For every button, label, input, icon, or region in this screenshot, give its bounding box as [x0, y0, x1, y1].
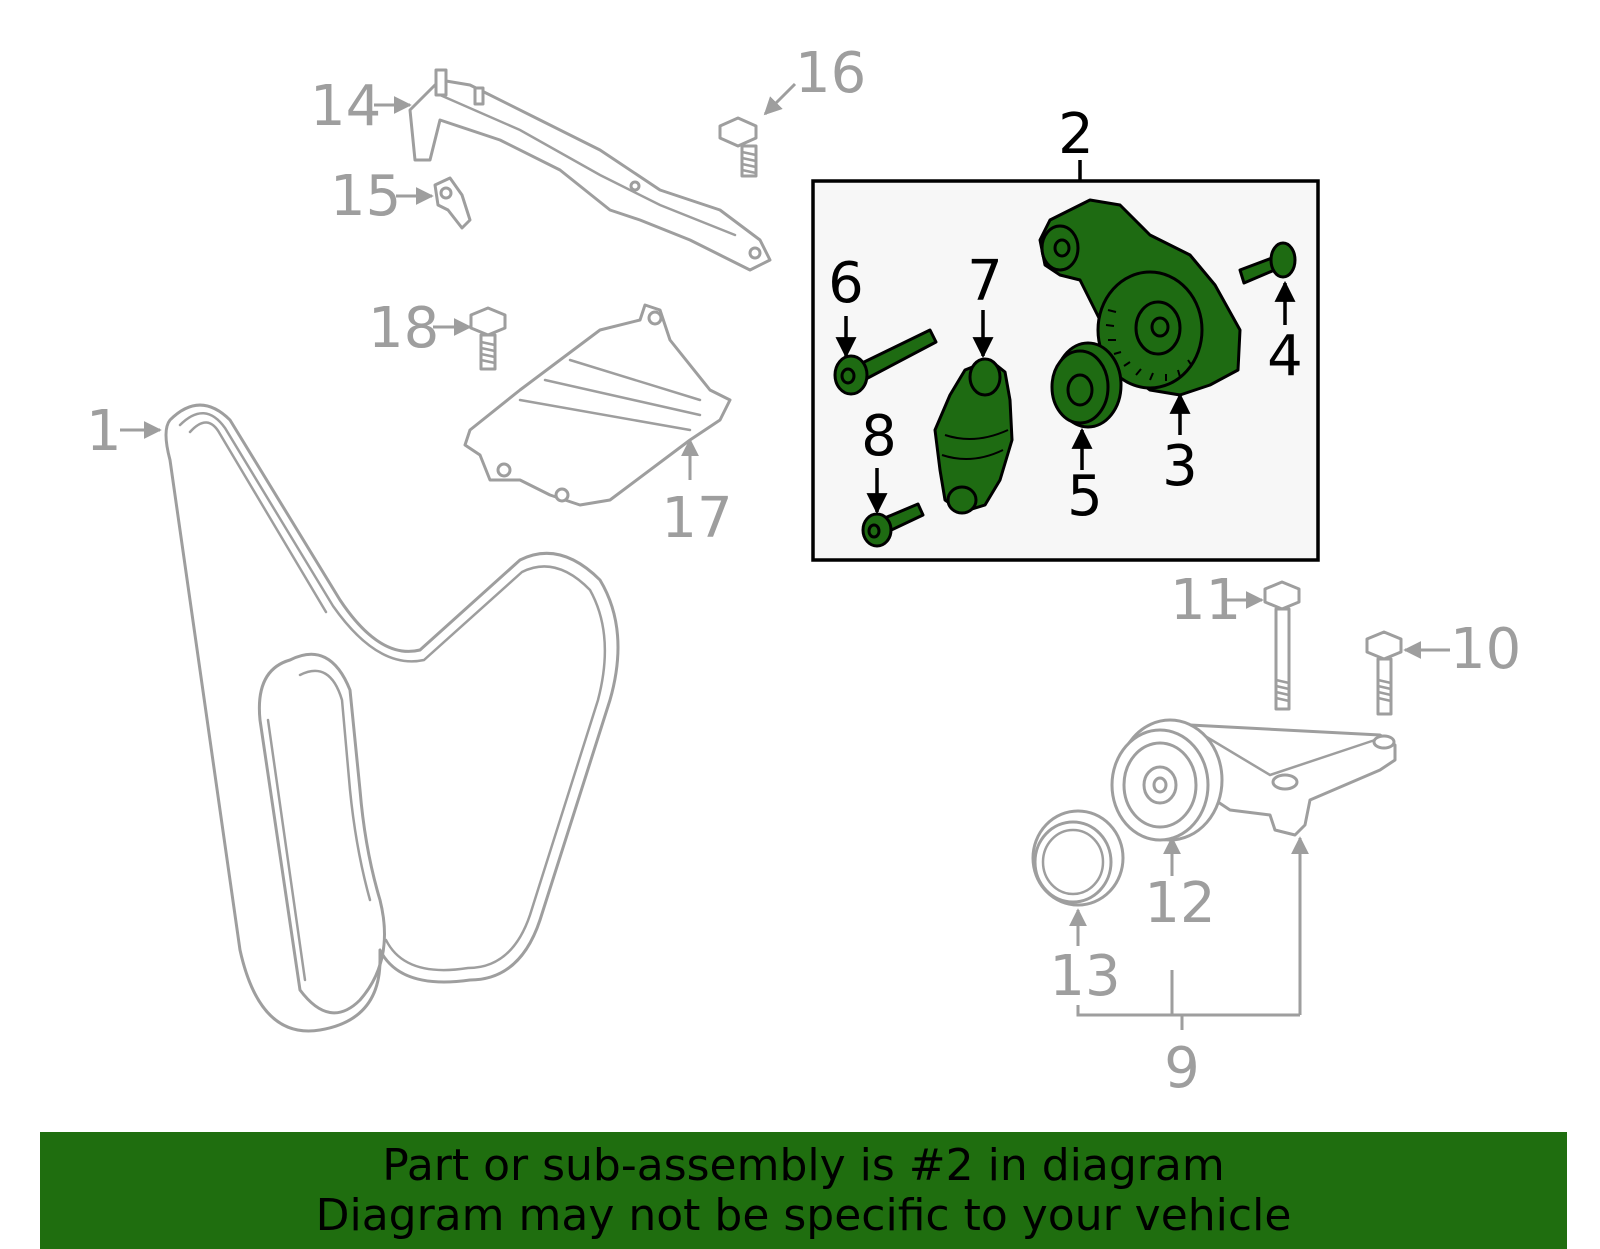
banner-line-2: Diagram may not be specific to your vehi… [315, 1189, 1292, 1241]
callout-4: 4 [1267, 324, 1303, 389]
callout-11: 11 [1170, 568, 1241, 633]
callout-3: 3 [1162, 434, 1198, 499]
bracket-14[interactable] [408, 68, 772, 272]
bolt-18[interactable] [469, 306, 507, 371]
belt-tensioner-3[interactable] [1038, 198, 1242, 397]
callout-9: 9 [1164, 1036, 1200, 1101]
banner-line-1: Part or sub-assembly is #2 in diagram [382, 1139, 1225, 1191]
callout-8: 8 [861, 404, 897, 469]
callout-2: 2 [1058, 102, 1094, 167]
callout-10: 10 [1450, 617, 1521, 682]
bolt-10[interactable] [1365, 630, 1403, 716]
dust-cover-13[interactable] [1031, 809, 1125, 907]
leader-16 [763, 82, 797, 116]
idler-pulley-12[interactable] [1110, 718, 1397, 842]
clip-15[interactable] [433, 176, 472, 230]
callout-14: 14 [310, 74, 381, 139]
heat-shield-17[interactable] [463, 303, 732, 507]
bolt-4[interactable] [1238, 241, 1297, 285]
callout-1: 1 [86, 399, 122, 464]
pulley-5[interactable] [1050, 341, 1123, 429]
callout-15: 15 [330, 164, 401, 229]
callout-12: 12 [1144, 871, 1215, 936]
callout-5: 5 [1067, 464, 1103, 529]
bolt-16[interactable] [718, 116, 758, 178]
callout-6: 6 [828, 251, 864, 316]
callout-17: 17 [661, 486, 732, 551]
callout-18: 18 [368, 296, 439, 361]
callout-13: 13 [1049, 944, 1120, 1009]
leader-9-bracket [1076, 1005, 1300, 1017]
serpentine-belt[interactable] [164, 403, 620, 1033]
bolt-11[interactable] [1263, 580, 1301, 711]
notice-banner: Part or sub-assembly is #2 in diagram Di… [40, 1132, 1567, 1249]
bolt-8[interactable] [861, 502, 925, 548]
damper-7[interactable] [933, 357, 1014, 515]
callout-7: 7 [967, 249, 1003, 314]
callout-16: 16 [795, 41, 866, 106]
